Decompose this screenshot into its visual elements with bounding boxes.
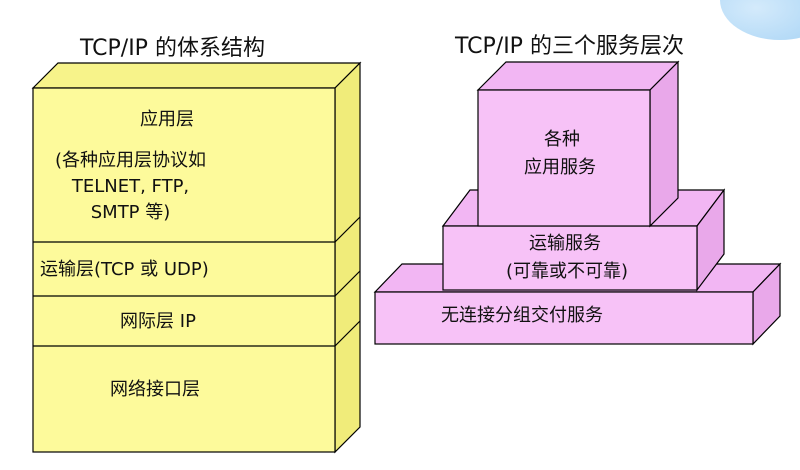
side-divider-1	[334, 216, 361, 243]
stack-side-face	[334, 61, 361, 454]
left-diagram-title: TCP/IP 的体系结构	[80, 36, 265, 61]
middle-tier-front	[442, 225, 698, 291]
top-tier-side	[649, 60, 679, 228]
bottom-tier-label: 无连接分组交付服务	[441, 305, 603, 326]
bottom-tier-front	[374, 291, 754, 345]
stack-top-face	[31, 62, 362, 89]
application-detail-line-3: SMTP 等)	[90, 202, 171, 224]
transport-layer-label: 运输层(TCP 或 UDP)	[40, 259, 209, 280]
side-divider-3	[334, 320, 361, 347]
top-tier-front	[477, 89, 651, 227]
middle-tier-line-2: (可靠或不可靠)	[505, 261, 629, 282]
application-detail-line-2: TELNET, FTP,	[71, 176, 190, 198]
internet-layer-label: 网际层 IP	[120, 311, 196, 332]
stack-front-face	[32, 87, 336, 453]
top-tier-line-2: 应用服务	[524, 157, 596, 178]
application-layer-detail: (各种应用层协议如 TELNET, FTP, SMTP 等)	[55, 148, 206, 226]
right-diagram-title: TCP/IP 的三个服务层次	[455, 34, 684, 59]
application-layer-label: 应用层	[140, 109, 194, 130]
top-tier-line-1: 各种	[544, 129, 580, 150]
tcpip-stack	[31, 61, 362, 454]
network-interface-layer-label: 网络接口层	[110, 379, 200, 400]
application-detail-line-1: (各种应用层协议如	[55, 150, 207, 171]
top-tier-top	[476, 61, 680, 91]
service-tier-top	[476, 60, 680, 228]
side-divider-2	[334, 270, 361, 297]
middle-tier-line-1: 运输服务	[529, 233, 601, 254]
